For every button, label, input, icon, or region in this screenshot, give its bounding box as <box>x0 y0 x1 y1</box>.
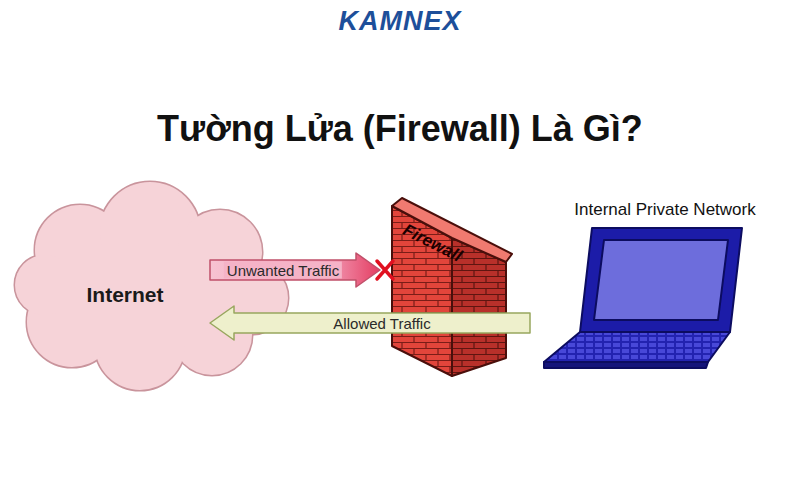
cloud-node: Internet <box>40 240 210 350</box>
laptop-node: Internal Private Network <box>530 200 800 368</box>
internet-cloud <box>15 182 288 390</box>
title: Tường Lửa (Firewall) Là Gì? <box>0 108 800 150</box>
firewall-node: Firewall <box>380 195 510 375</box>
block-cross <box>377 261 393 279</box>
traffic-arrow <box>210 306 530 340</box>
node-label: Internal Private Network <box>530 200 800 220</box>
node-label: Internet <box>86 283 163 307</box>
traffic-arrow <box>210 253 380 287</box>
node-label: Firewall <box>399 220 464 267</box>
brand-logo: KAMNEX <box>0 6 800 37</box>
laptop <box>544 228 742 368</box>
arrow-label: Allowed Traffic <box>330 315 433 332</box>
arrow-label: Unwanted Traffic <box>224 262 342 279</box>
firewall-wall <box>392 198 512 376</box>
